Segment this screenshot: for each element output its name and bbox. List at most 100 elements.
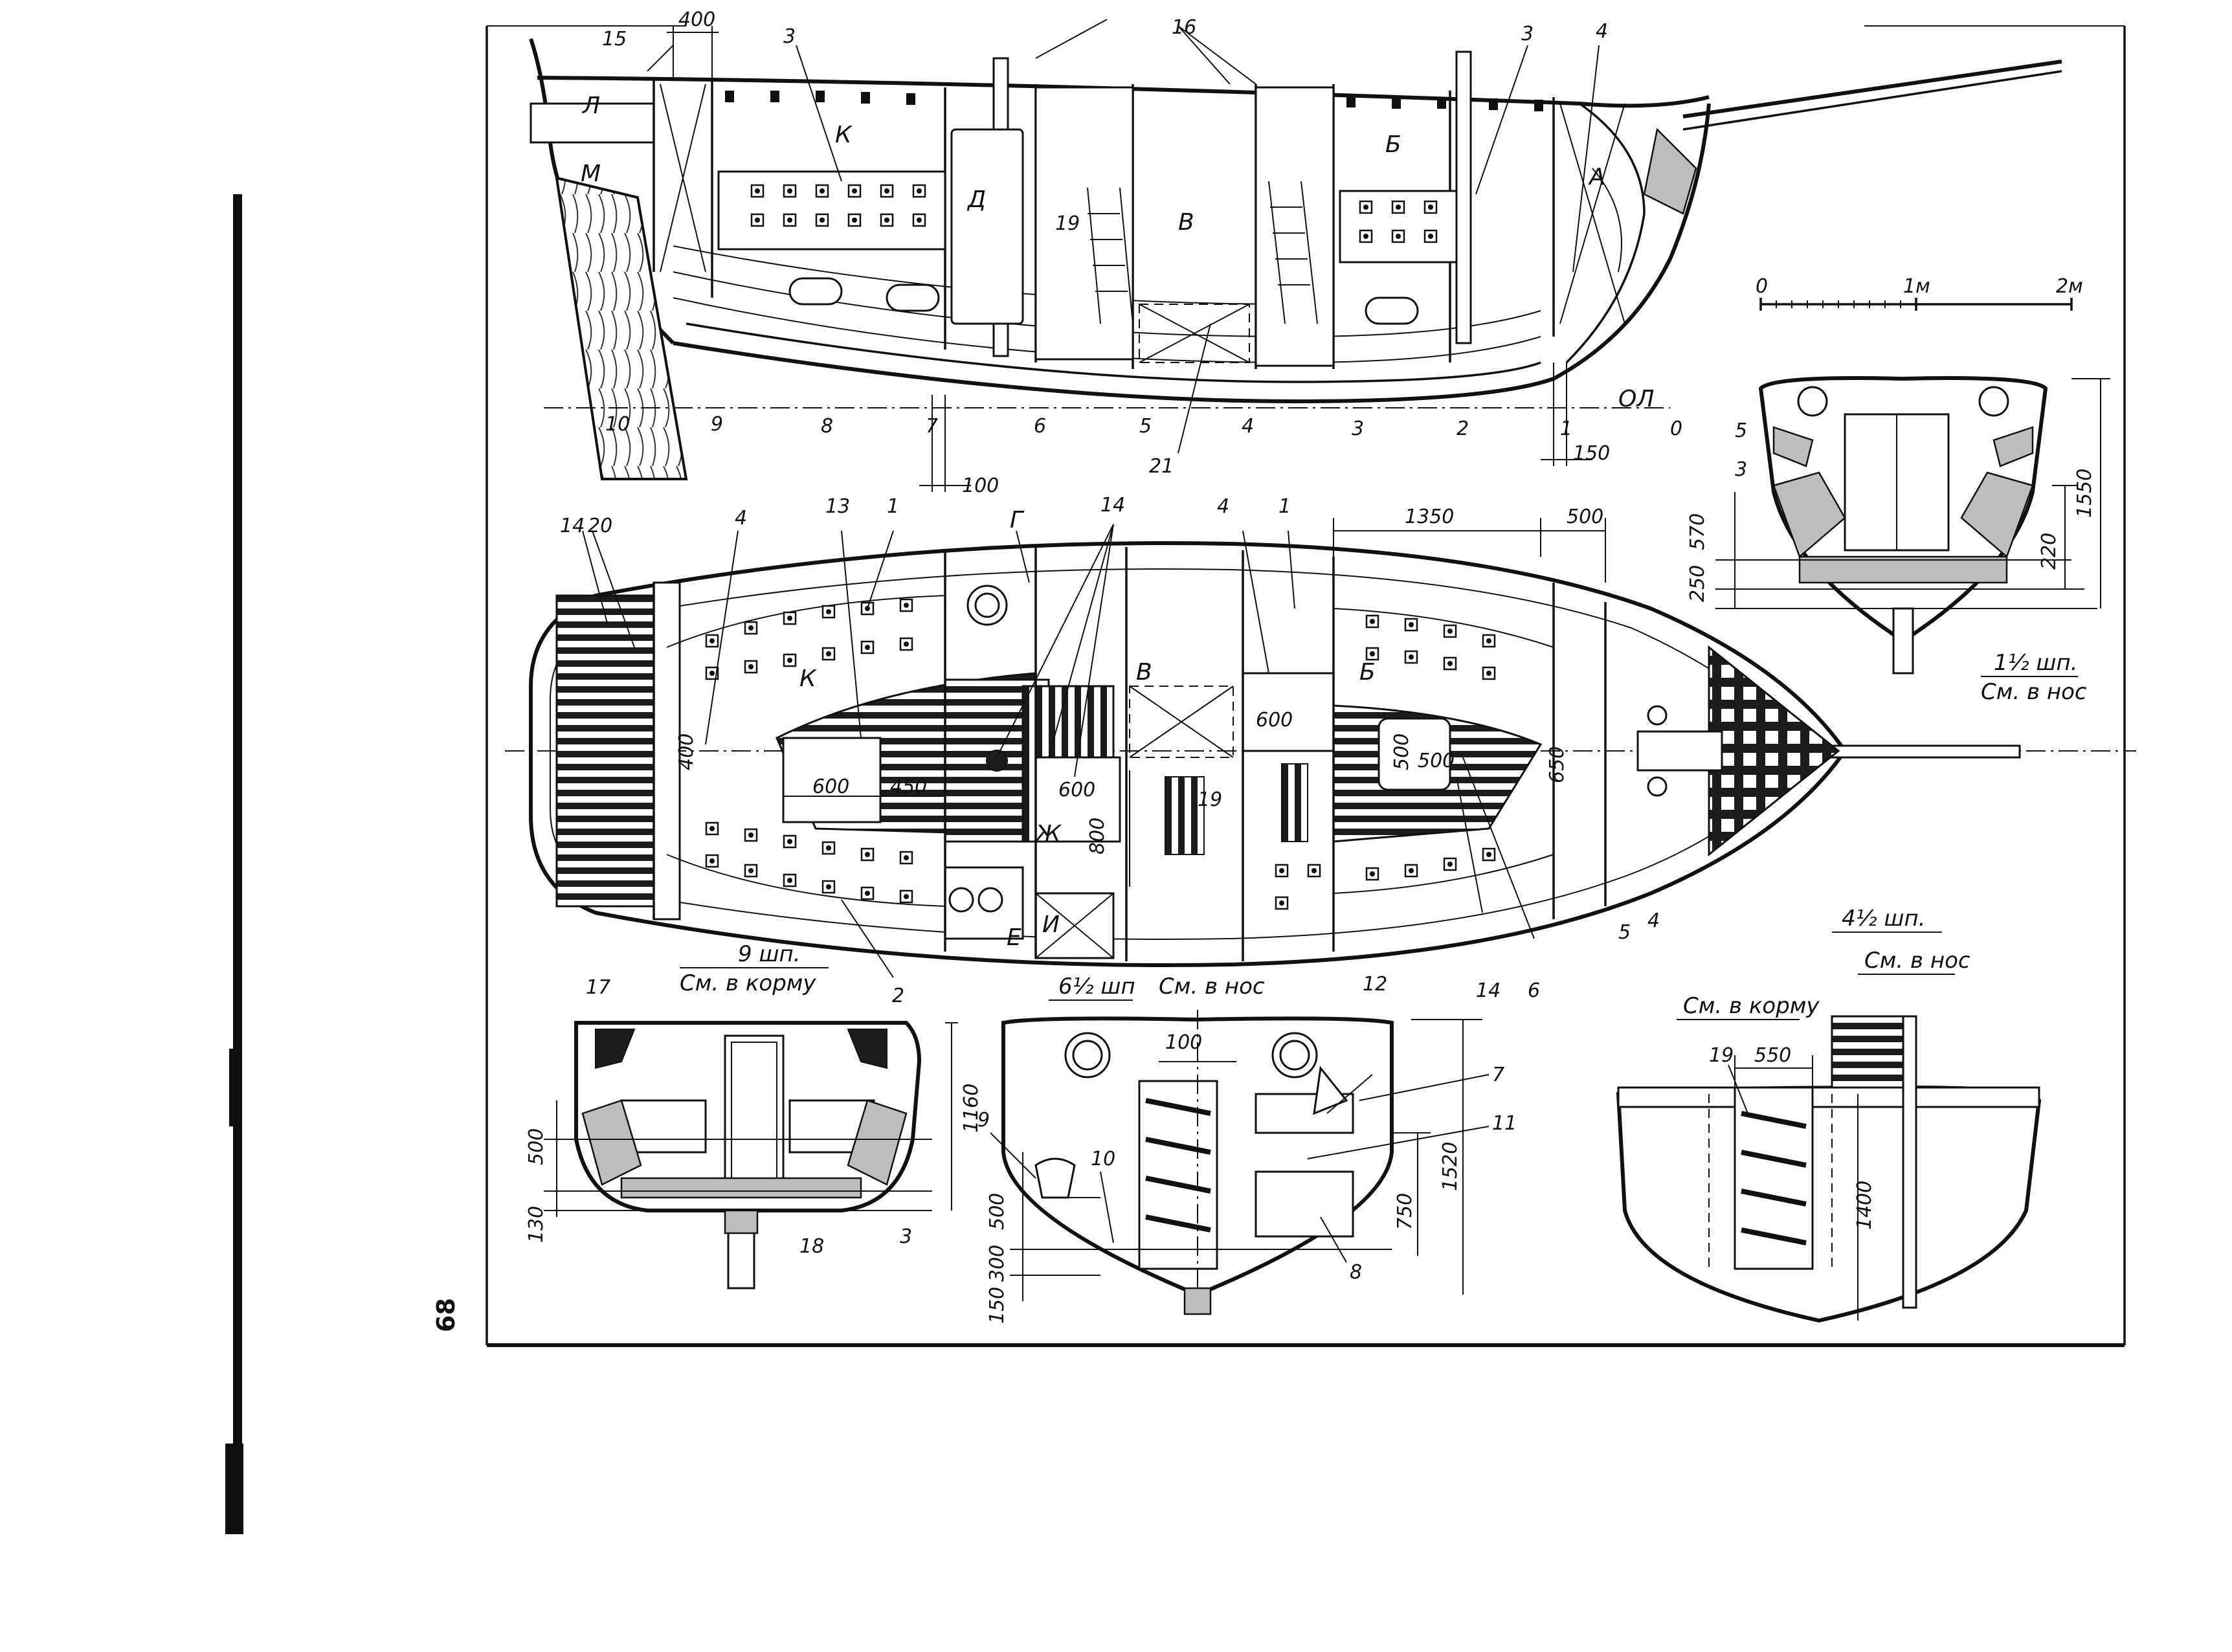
compartment-label: Б: [1359, 659, 1376, 686]
dim-600: 600: [812, 776, 849, 798]
dim-570: 570: [1686, 513, 1709, 550]
dim-150: 150: [1573, 442, 1610, 465]
callout-number: 15: [602, 28, 627, 50]
section-view-direction: См. в корму: [1683, 993, 1820, 1019]
callout-number: 5: [1618, 921, 1631, 944]
compartment-label: М: [581, 161, 601, 187]
compartment-label: Л: [581, 93, 600, 119]
dim-400: 400: [675, 733, 698, 770]
dim-650: 650: [1546, 746, 1568, 783]
section-view-direction: См. в нос: [1864, 948, 1970, 974]
dim-500: 500: [1418, 750, 1455, 772]
compartment-label: Г: [1010, 507, 1025, 533]
section-4-5: 550 1400 19 4½ шп. См. в нос См. в корму: [1616, 906, 2042, 1323]
svg-text:10: 10: [605, 413, 630, 436]
callout-number: 6: [1528, 979, 1540, 1002]
callout-number: 2: [892, 985, 904, 1007]
callout-number: 9: [977, 1109, 990, 1132]
dim-1400: 1400: [1853, 1181, 1876, 1230]
svg-text:4: 4: [1242, 415, 1254, 438]
callout-number: 1: [1278, 495, 1291, 518]
callout-number: 5: [1735, 419, 1747, 442]
svg-text:1: 1: [1560, 418, 1572, 440]
dim-1550: 1550: [2073, 469, 2096, 518]
callout-number: 19: [1198, 788, 1222, 811]
section-title: 1½ шп.: [1994, 650, 2078, 676]
callout-number: 4: [1217, 495, 1229, 518]
section-6-5: 100 500 300 150 750 1520 12 7 11 9 10 8 …: [977, 973, 1517, 1324]
callout-number: 19: [1055, 212, 1080, 235]
callout-number: 13: [825, 495, 850, 518]
svg-text:2: 2: [1456, 418, 1469, 440]
callout-number: 16: [1172, 16, 1196, 39]
dim-1160: 1160: [960, 1084, 983, 1133]
compartment-label: К: [835, 122, 853, 148]
section-view-direction: См. в нос: [1981, 679, 2087, 705]
section-view-direction: См. в корму: [680, 970, 816, 996]
compartment-label: К: [799, 665, 817, 692]
dim-450: 450: [890, 776, 927, 798]
page-frame: [485, 25, 2126, 1347]
dim-150: 150: [986, 1287, 1009, 1324]
section-1-5: 250 570 220 1550 5 3 1½ шп. См. в нос: [1686, 376, 2110, 705]
callout-number: 14: [1100, 494, 1125, 517]
compartment-label: А: [1588, 164, 1605, 190]
dim-220: 220: [2038, 533, 2060, 570]
svg-text:6: 6: [1034, 415, 1046, 438]
callout-number: 10: [1091, 1148, 1115, 1170]
scale-one: 1м: [1903, 275, 1930, 298]
scale-zero: 0: [1756, 275, 1768, 298]
callout-number: 19: [1709, 1044, 1734, 1067]
callout-number: 12: [1363, 973, 1387, 996]
callout-number: 3: [1735, 458, 1747, 481]
dim-800: 800: [1086, 818, 1109, 854]
compartment-label: Ж: [1034, 821, 1062, 847]
section-title: 6½ шп: [1058, 974, 1135, 999]
station-numbers: 10 9 8 7 6 5 4 3 2 1 0: [605, 413, 1682, 440]
dim-1350: 1350: [1405, 506, 1454, 528]
callout-number: 3: [1521, 23, 1534, 45]
dim-250: 250: [1686, 565, 1709, 602]
callout-number: 20: [588, 515, 612, 537]
dim-550: 550: [1754, 1044, 1791, 1067]
dim-400: 400: [678, 8, 715, 31]
callout-number: 4: [1647, 910, 1660, 932]
svg-text:9: 9: [711, 413, 723, 436]
callout-number: 1: [887, 495, 899, 518]
callout-number: 17: [586, 976, 610, 999]
callout-number: 11: [1492, 1112, 1517, 1135]
svg-text:0: 0: [1670, 418, 1682, 440]
dim-500: 500: [986, 1193, 1009, 1230]
dim-100: 100: [1165, 1031, 1202, 1054]
compartment-label: И: [1042, 911, 1060, 938]
plan-view: 1350 500 400 600 450 600 800 600 500 500…: [505, 494, 2136, 1007]
callout-number: 8: [1350, 1261, 1362, 1284]
dim-600: 600: [1256, 709, 1293, 731]
compartment-label: Д: [966, 186, 986, 213]
compartment-label: Е: [1007, 924, 1021, 951]
waterline-label: ОЛ: [1618, 386, 1654, 412]
scale-bar: 0 1м 2м: [1756, 275, 2083, 311]
callout-number: 21: [1149, 455, 1174, 478]
callout-number: 14: [1476, 979, 1501, 1002]
dim-500: 500: [525, 1128, 548, 1165]
callout-number: 4: [735, 507, 747, 530]
profile-view: 400 100 150 Л М К Д В Б А 15 3 16 3 4 19…: [529, 8, 2062, 537]
compartment-label: Б: [1385, 131, 1401, 158]
svg-text:7: 7: [926, 415, 938, 438]
dim-500: 500: [1567, 506, 1603, 528]
callout-number: 7: [1492, 1064, 1504, 1086]
compartment-label: В: [1136, 659, 1152, 686]
dim-500: 500: [1390, 733, 1413, 770]
binding-edge: [225, 194, 243, 1534]
callout-number: 4: [1596, 20, 1608, 43]
dim-300: 300: [986, 1245, 1009, 1282]
svg-text:8: 8: [821, 415, 833, 438]
dim-600: 600: [1058, 779, 1095, 801]
page-number: 68: [432, 1298, 460, 1332]
dim-100: 100: [962, 474, 999, 497]
compartment-label: В: [1178, 209, 1194, 236]
callout-number: 3: [783, 25, 796, 48]
dim-130: 130: [525, 1206, 548, 1243]
